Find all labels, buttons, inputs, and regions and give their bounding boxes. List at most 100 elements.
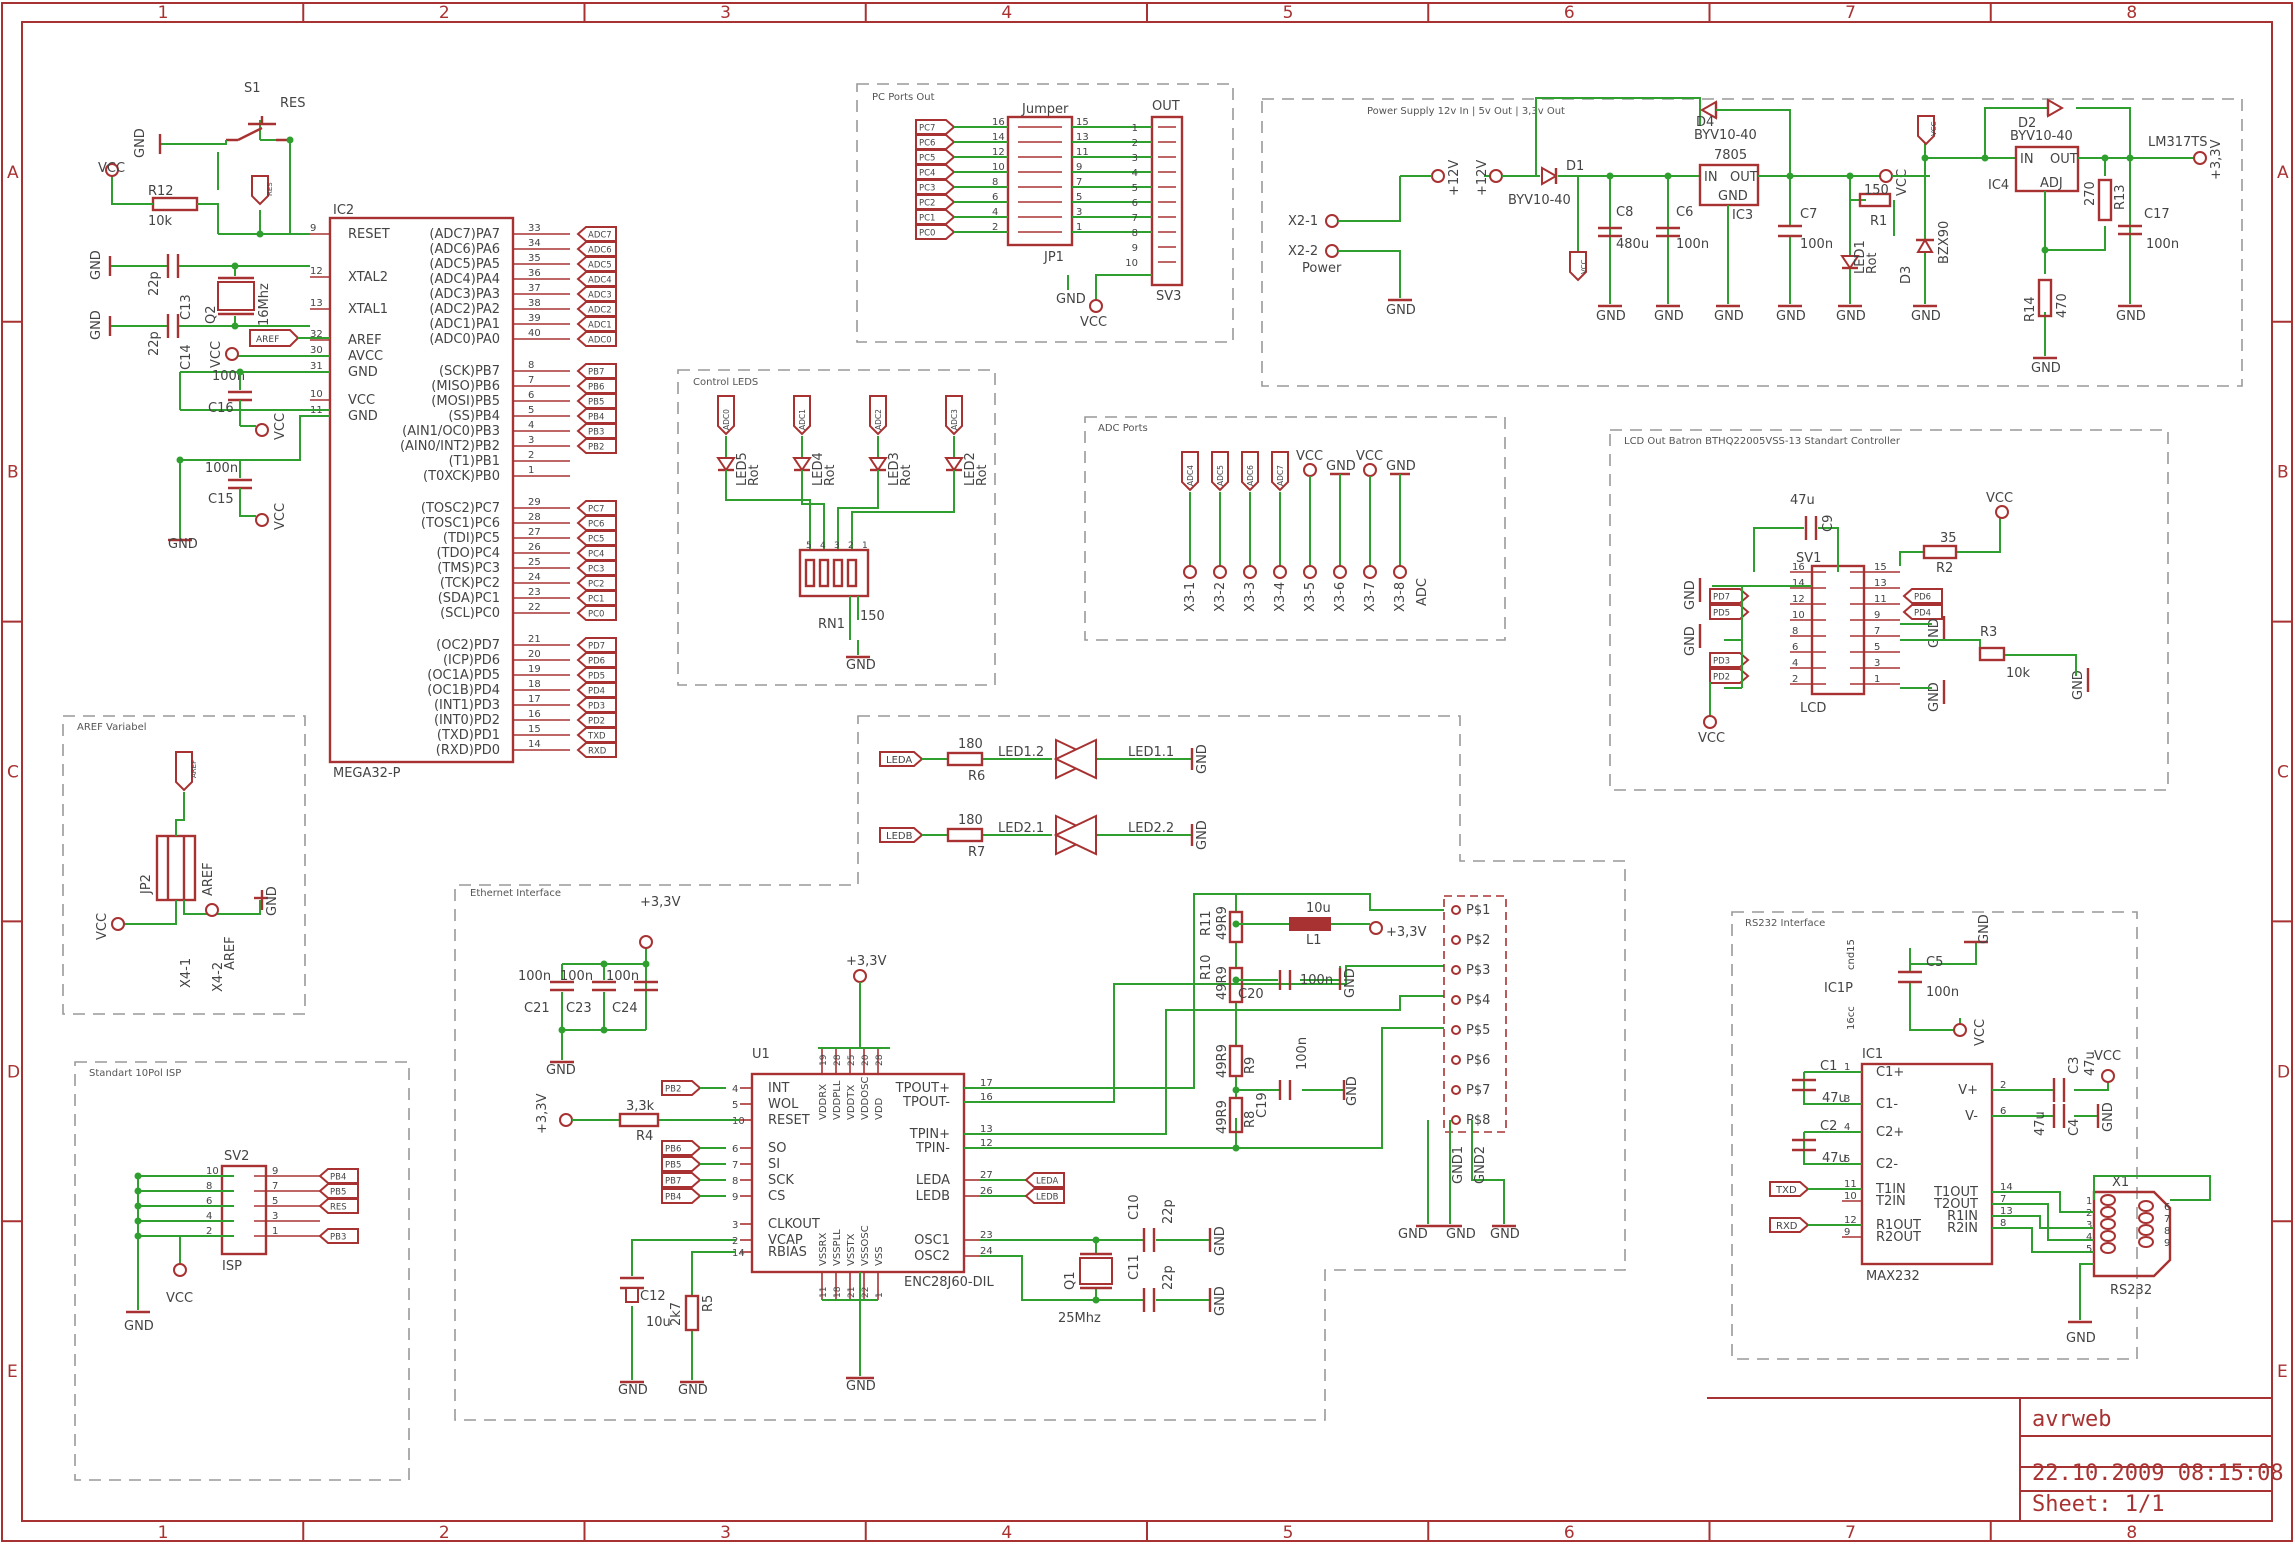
jp-net-pc0-flag	[915, 224, 956, 240]
mcu-net-adc0-flag	[576, 331, 617, 347]
adc-gnd: GND	[1386, 459, 1416, 474]
section-title-lcd: LCD Out Batron BTHQ22005VSS-13 Standart …	[1624, 436, 1901, 447]
mcu-pin-name: (OC1B)PD4	[427, 683, 500, 698]
mcu-pin-name: (TDI)PC5	[443, 531, 500, 546]
adc-net-adc6-flag	[1241, 451, 1259, 492]
mcu-pin-name: RESET	[348, 227, 390, 242]
row-label-right: D	[2277, 1062, 2290, 1082]
mcu-net-pc0-flag	[576, 605, 617, 621]
rs-pin-name: R2IN	[1947, 1221, 1978, 1236]
mcu-net-pc1-flag	[576, 590, 617, 606]
mcu-net-pc1: PC1	[588, 595, 604, 605]
mcu-pin-name: (ADC3)PA3	[429, 287, 500, 302]
r9-label: R9	[1243, 1057, 1258, 1074]
mcu-pin-num: 36	[528, 268, 541, 279]
eth-net-pb2: PB2	[665, 1085, 681, 1095]
jp-net-pc1: PC1	[919, 214, 935, 224]
r2-label: R2	[1936, 561, 1953, 576]
mcu-net-pc3: PC3	[588, 565, 604, 575]
rj-pin-pad	[1451, 1115, 1461, 1125]
jp-pin-left: 2	[992, 222, 998, 233]
vcc2-tag: VCC	[1930, 121, 1938, 136]
rj-gnd-a: GND	[1398, 1227, 1428, 1242]
c8-label: C8	[1616, 205, 1633, 220]
rj-pin-label: P$2	[1466, 933, 1490, 948]
section-title-rs232: RS232 Interface	[1745, 918, 1825, 929]
mcu-net-adc1: ADC1	[588, 321, 612, 331]
rn-pin-num: 4	[820, 541, 826, 551]
eth-gnd-2: GND	[618, 1383, 648, 1398]
eth-pin-num: 16	[980, 1092, 993, 1103]
c3-value: 47u	[2083, 1051, 2098, 1076]
db9-pin	[2100, 1206, 2116, 1218]
mcu-pin-num: 26	[528, 542, 541, 553]
isp-vcc: VCC	[166, 1291, 193, 1306]
x4-2: X4-2	[211, 962, 226, 992]
mcu-pin-name: GND	[348, 365, 378, 380]
x3-pad	[1393, 565, 1407, 579]
isp-pin-right: 9	[272, 1166, 278, 1177]
c12-value: 10u	[646, 1315, 671, 1330]
lcd-net-1: PD5	[1713, 609, 1730, 619]
jp1-title: Jumper	[1021, 102, 1069, 117]
col-label-bottom: 5	[1283, 1523, 1294, 1543]
c5-value: 100n	[1926, 985, 1959, 1000]
rn-element	[832, 558, 844, 588]
mcu-net-pd2-flag	[576, 712, 617, 728]
c1-label: C1	[1820, 1059, 1837, 1074]
mcu-net-pc4: PC4	[588, 550, 604, 560]
mcu-net-adc3-flag	[576, 286, 617, 302]
mcu-net-pd3: PD3	[588, 702, 605, 712]
ic4-out: OUT	[2050, 152, 2078, 167]
eth-pin-name: CLKOUT	[768, 1217, 820, 1232]
mcu-pin-name: (ADC0)PA0	[429, 332, 500, 347]
txd-tag: TXD	[1775, 1185, 1797, 1196]
eth-pin-name: VSSRX	[818, 1233, 829, 1266]
r11-value: 49R9	[1215, 906, 1230, 940]
jp-pin-right: 13	[1076, 132, 1089, 143]
col-label-bottom: 8	[2126, 1523, 2137, 1543]
jp-net-pc6-flag	[915, 134, 956, 150]
rj-pin-label: P$4	[1466, 993, 1490, 1008]
rs-pin-name: C2+	[1876, 1125, 1904, 1140]
c8-value: 480u	[1616, 237, 1649, 252]
row-label-left: C	[7, 763, 19, 783]
jp-net-pc5-flag	[915, 149, 956, 165]
d1-label: D1	[1566, 159, 1584, 174]
ld-gnd-2: GND	[1195, 820, 1210, 850]
rj-pin-label: P$5	[1466, 1023, 1490, 1038]
x3-pad	[1363, 565, 1377, 579]
mcu-pin-name: (RXD)PD0	[436, 743, 500, 758]
eth-p33-2: +3,3V	[846, 954, 887, 969]
ic3-out: OUT	[1730, 170, 1758, 185]
lcd-net-4: PD6	[1914, 593, 1931, 603]
r3-value: 10k	[2006, 666, 2031, 681]
mcu-pin-num: 14	[528, 739, 541, 750]
eth-pin-num: 28	[833, 1054, 843, 1066]
mcu-pin-name: GND	[348, 409, 378, 424]
mcu-pin-name: (ADC7)PA7	[429, 227, 500, 242]
ic3-label: IC3	[1732, 208, 1753, 223]
q2-label: Q2	[204, 305, 219, 324]
lcd-pin-left: 4	[1792, 658, 1798, 669]
isp-pin-left: 8	[206, 1181, 212, 1192]
eth-pin-name: RESET	[768, 1113, 810, 1128]
isp-net-3-flag	[318, 1228, 359, 1244]
mcu-net-pb3-flag	[576, 423, 617, 439]
eth-pin-name: LEDB	[916, 1189, 950, 1204]
eth-p33-1: +3,3V	[640, 895, 681, 910]
ic1-part: MAX232	[1866, 1269, 1920, 1284]
eth-p33-3: +3,3V	[535, 1093, 550, 1134]
mcu-pin-num: 19	[528, 664, 541, 675]
mcu-part: MEGA32-P	[333, 766, 401, 781]
mcu-pin-num: 27	[528, 527, 541, 538]
jp-net-pc6: PC6	[919, 139, 935, 149]
rj-pin-label: P$3	[1466, 963, 1490, 978]
lcd-vcc: VCC	[1986, 491, 2013, 506]
sv3-label: SV3	[1156, 289, 1181, 304]
mcu-pin-name: (ADC2)PA2	[429, 302, 500, 317]
mcu-pin-num: 22	[528, 602, 541, 613]
c10-value: 22p	[1161, 1199, 1176, 1224]
rn-pin-num: 5	[806, 541, 812, 551]
sv3-pin-num: 8	[1132, 228, 1138, 239]
